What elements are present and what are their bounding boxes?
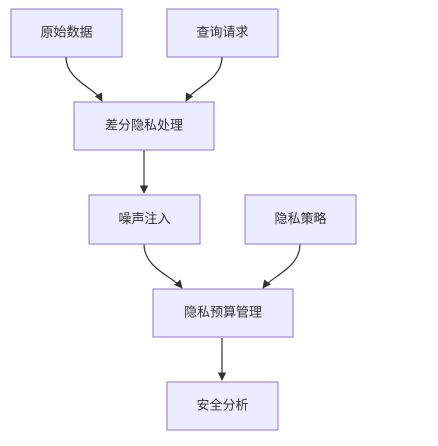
node-privacy-policy-label: 隐私策略 [274,211,326,227]
node-budget-management-box [152,288,294,338]
edge-privacy-policy-to-budget-management [262,243,301,289]
node-noise-injection-box [88,194,201,245]
node-query-request-label: 查询请求 [196,26,248,41]
node-privacy-policy[interactable]: 隐私策略 [244,194,357,245]
node-noise-injection[interactable]: 噪声注入 [88,194,201,245]
edge-noise-injection-to-budget-management [143,243,183,289]
edge-raw-data-to-dp-processing [65,56,103,102]
node-query-request-box [166,8,279,58]
node-noise-injection-label: 噪声注入 [118,212,170,227]
node-dp-processing-box [73,101,215,151]
node-dp-processing[interactable]: 差分隐私处理 [73,101,215,151]
node-query-request[interactable]: 查询请求 [166,8,279,58]
node-raw-data-box [10,8,123,58]
node-secure-analysis[interactable]: 安全分析 [166,381,279,431]
node-raw-data-label: 原始数据 [40,26,92,41]
node-budget-management[interactable]: 隐私预算管理 [152,288,294,338]
node-secure-analysis-label: 安全分析 [196,398,248,414]
node-privacy-policy-box [244,194,357,245]
node-dp-processing-label: 差分隐私处理 [105,119,183,134]
node-secure-analysis-box [166,381,279,431]
edges-group [65,56,301,381]
edge-query-request-to-dp-processing [185,56,223,102]
node-raw-data[interactable]: 原始数据 [10,8,123,58]
node-budget-management-label: 隐私预算管理 [184,306,262,321]
